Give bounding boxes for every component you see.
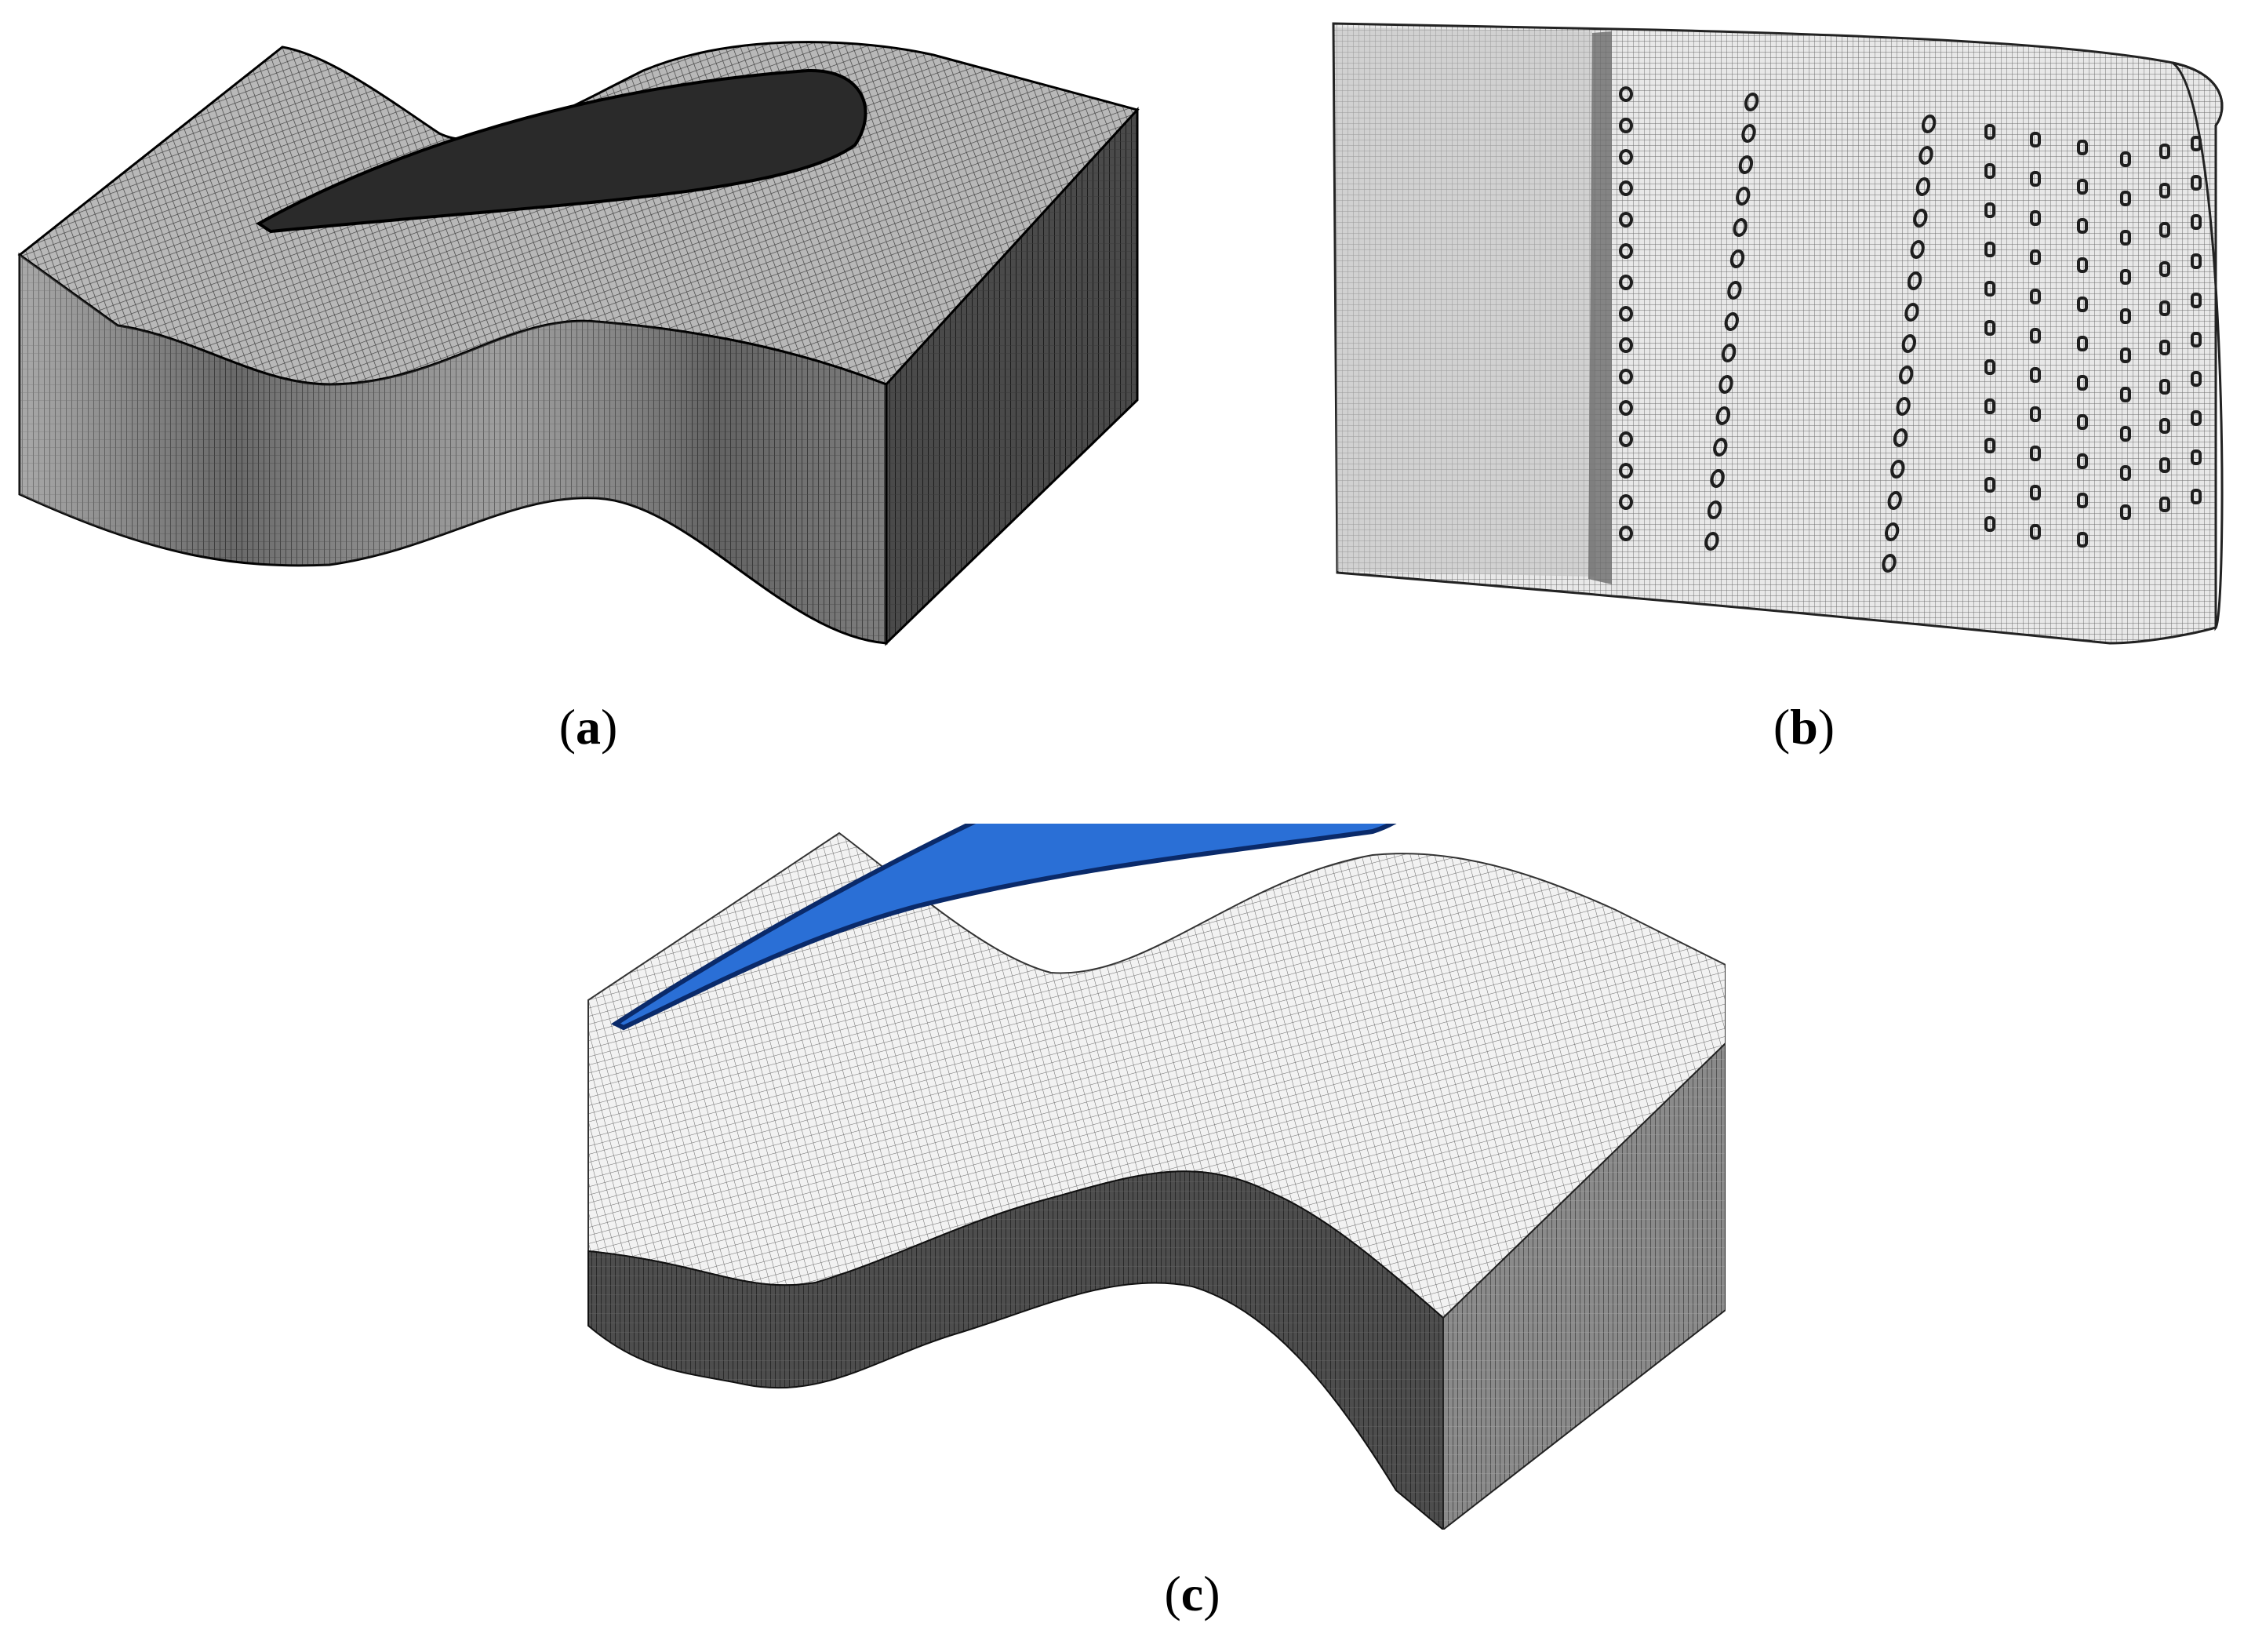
front-face <box>587 1170 1444 1530</box>
blade-surface-mesh-graphic <box>1332 22 2224 645</box>
cooling-holes <box>1619 86 2202 573</box>
panel-c <box>549 824 1726 1530</box>
right-face <box>1442 1042 1726 1530</box>
leading-edge-seam <box>1588 31 1612 584</box>
trailing-edge-rim <box>2172 61 2224 631</box>
leading-edge-region <box>1335 27 1596 577</box>
hole-row-2 <box>1704 93 1759 551</box>
blade-solid <box>610 824 1397 1031</box>
caption-a: (a) <box>558 699 618 755</box>
hole-row-4 <box>1984 124 1995 532</box>
mesh-domain-a-graphic <box>17 41 1140 646</box>
hole-row-6 <box>2077 140 2088 548</box>
caption-b: (b) <box>1773 699 1835 755</box>
blade-profile <box>256 68 867 234</box>
panel-b <box>1326 8 2235 659</box>
hole-row-8 <box>2159 144 2170 512</box>
hole-row-5 <box>2030 132 2041 540</box>
caption-c: (c) <box>1164 1566 1220 1621</box>
hole-row-3 <box>1882 115 1937 573</box>
hole-row-1 <box>1619 86 1633 541</box>
hole-row-7 <box>2120 151 2131 520</box>
panel-a <box>0 16 1177 667</box>
mesh-domain-c-graphic <box>587 824 1726 1530</box>
right-face <box>885 107 1139 646</box>
